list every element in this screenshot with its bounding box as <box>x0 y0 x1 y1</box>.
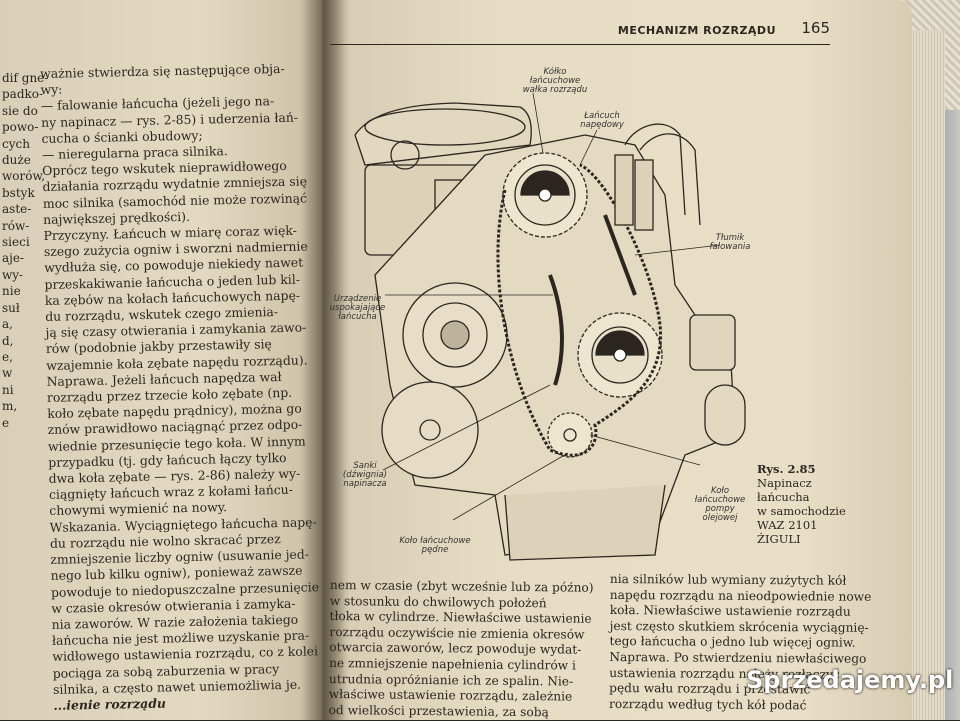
fragment: aste- <box>2 202 32 217</box>
figure-label-lancuch: Łańcuch napędowy <box>580 111 624 130</box>
fragment: aje- <box>2 251 25 266</box>
text-line: jest często skutkiem skrócenia wyciągnię… <box>609 618 869 635</box>
fragment: sie do <box>2 103 38 118</box>
caption-line: łańcucha <box>757 490 810 504</box>
watermark: Sprzedajemy.pl <box>746 666 954 694</box>
text-line: napędu rozrządu na nieodpowiednie nowe <box>609 587 872 604</box>
right-text-column-1: nem w czasie (zbyt wcześnie lub za późno… <box>329 578 594 721</box>
left-page <box>0 0 330 720</box>
caption-line: Rys. 2.85 <box>757 462 816 476</box>
caption-line: ŻIGULI <box>757 532 801 546</box>
fragment: bstyk <box>2 185 35 200</box>
fragment: wy- <box>2 267 24 282</box>
fragment: powo- <box>2 120 39 135</box>
caption-line: WAZ 2101 <box>757 518 818 532</box>
fragment: rów- <box>2 218 30 233</box>
figure-label-kolo-pedne: Koło łańcuchowe pędne <box>399 536 471 555</box>
text-line: Naprawa. Po stwierdzeniu niewłaściwego <box>609 649 867 666</box>
fragment: nie <box>2 284 21 299</box>
fragment: ni <box>2 382 14 397</box>
text-line: koła. Niewłaściwe ustawienie rozrządu <box>609 603 851 619</box>
fragment: worów, <box>2 169 46 184</box>
page-number: 165 <box>801 19 830 37</box>
fragment: cych <box>2 136 30 151</box>
figure-label-kolo-pompy: Koło łańcuchowe pompy olejowej <box>694 486 746 523</box>
engine-timing-illustration <box>354 92 746 561</box>
left-text-column: ważnie stwierdza się następujące obja- w… <box>40 60 321 714</box>
page-header: MECHANIZM ROZRZĄDU 165 <box>330 18 830 45</box>
fragment: duże <box>2 153 31 168</box>
fragment: d, <box>2 333 14 348</box>
caption-line: w samochodzie <box>757 504 846 518</box>
text-line: od wielkości przestawienia, za sobą <box>328 702 549 720</box>
fragment: dif gne- <box>2 71 49 85</box>
fragment: e, <box>2 349 13 364</box>
left-margin-fragments: dif gne- padko- sie do powo- cych duże w… <box>2 70 48 431</box>
text-line: rozrządu według tych kół podać <box>609 696 807 713</box>
figure-caption: Rys. 2.85 Napinacz łańcucha w samochodzi… <box>757 462 846 546</box>
fragment: m, <box>2 399 18 414</box>
figure-label-uspokajacz: Urządzenie uspokajające łańcucha <box>329 294 386 322</box>
figure-label-sanki: Sanki (dźwignia) napinacza <box>342 461 388 489</box>
book-gutter <box>300 0 350 720</box>
section-title: MECHANIZM ROZRZĄDU <box>617 24 776 37</box>
figure-label-tlumik: Tłumik falowania <box>709 233 751 252</box>
text-line: tego łańcucha o jedno lub więcej ogniw. <box>609 634 856 651</box>
fragment: suł <box>2 300 20 315</box>
figure-label-kolko: Kółko łańcuchowe wałka rozrządu <box>522 67 588 95</box>
fragment: e <box>2 415 10 430</box>
caption-line: Napinacz <box>757 476 812 490</box>
fragment: sieci <box>2 235 30 250</box>
fragment: padko- <box>2 87 44 102</box>
text-line: nia silników lub wymiany zużytych kół <box>609 572 847 588</box>
fragment: a, <box>2 317 13 332</box>
fragment: w <box>2 366 13 381</box>
